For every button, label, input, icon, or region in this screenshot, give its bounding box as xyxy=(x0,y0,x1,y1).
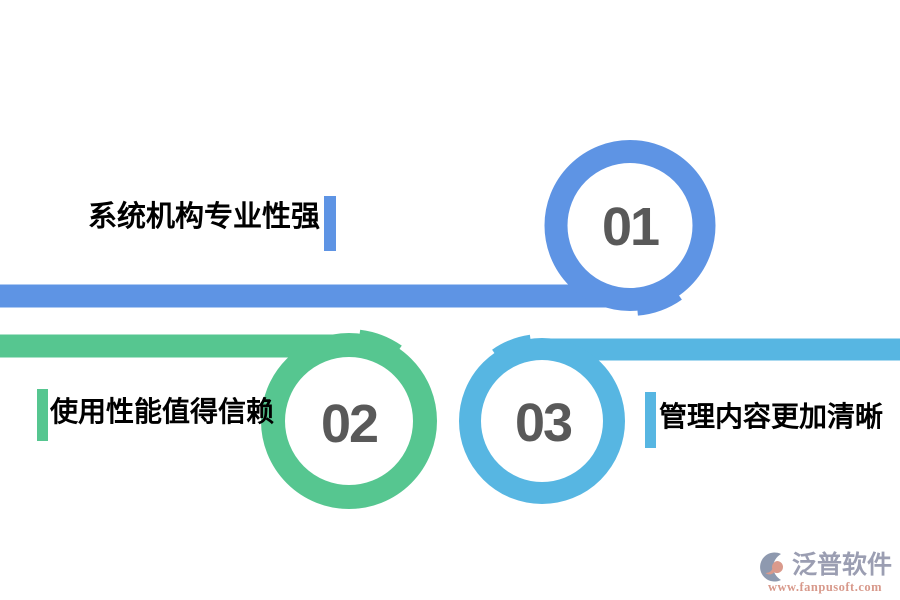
accent-bar-03 xyxy=(645,392,656,448)
brand-logo: 泛普软件 www.fanpusoft.com xyxy=(760,551,900,595)
accent-bar-01 xyxy=(324,196,336,251)
logo-icon-comma xyxy=(765,561,783,575)
step-number-03: 03 xyxy=(514,393,573,453)
ribbon-group-03 xyxy=(459,334,900,504)
ribbon-group-01 xyxy=(0,140,716,316)
step-number-02: 02 xyxy=(320,394,379,454)
step-label-01: 系统机构专业性强 xyxy=(88,201,321,233)
ribbon-group-02 xyxy=(0,329,437,509)
ribbon-loop-03 xyxy=(459,338,625,504)
brand-logo-top: 泛普软件 xyxy=(760,551,900,583)
brand-url: www.fanpusoft.com xyxy=(768,580,883,594)
brand-name: 泛普软件 xyxy=(792,551,893,579)
logo-icon-crescent xyxy=(760,552,781,582)
step-label-02: 使用性能值得信赖 xyxy=(50,396,275,427)
accent-bar-02 xyxy=(37,389,48,441)
ribbon-loop-02 xyxy=(261,333,437,509)
step-label-03: 管理内容更加清晰 xyxy=(659,401,884,432)
fanpu-logo-icon xyxy=(760,552,783,582)
step-number-01: 01 xyxy=(601,197,660,257)
ribbon-loop-01 xyxy=(544,140,716,311)
